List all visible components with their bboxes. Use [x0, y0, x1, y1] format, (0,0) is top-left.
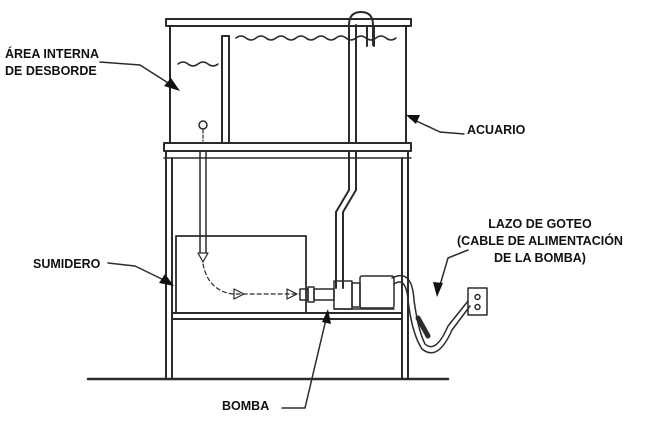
- wall-outlet: [467, 287, 488, 316]
- cable-end-marker: [415, 315, 431, 339]
- arrow-pump: [322, 309, 331, 324]
- flow-path: [197, 252, 301, 300]
- leader-pump: [281, 314, 328, 409]
- overflow-label-line-2: DE DESBORDE: [5, 64, 97, 78]
- overflow-label-line-1: ÁREA INTERNA: [5, 47, 99, 61]
- sump-label: SUMIDERO: [33, 257, 101, 271]
- drain-pipe: [198, 120, 208, 253]
- arrow-aquarium: [406, 115, 420, 124]
- leader-aquarium: [409, 117, 465, 135]
- pump-label: BOMBA: [222, 399, 270, 413]
- aquarium-label: ACUARIO: [467, 123, 526, 137]
- pump: [299, 275, 395, 310]
- stand: [163, 142, 412, 380]
- arrow-overflow: [164, 78, 180, 91]
- sump-box: [175, 235, 307, 314]
- drip-loop-label-line-1: LAZO DE GOTEO: [488, 217, 592, 231]
- drip-loop-label-line-3: DE LA BOMBA): [494, 251, 586, 265]
- leader-sump: [107, 262, 171, 284]
- drip-loop-cable: [391, 274, 471, 354]
- overflow-area-label: ÁREA INTERNA DE DESBORDE: [5, 46, 99, 80]
- leader-lines: [99, 61, 469, 409]
- drip-loop-label: LAZO DE GOTEO (CABLE DE ALIMENTACIÓN DE …: [457, 216, 623, 267]
- water-surface: [177, 61, 219, 67]
- water-surface-right: [235, 35, 397, 41]
- leader-drip: [437, 249, 469, 293]
- leader-overflow: [99, 61, 177, 89]
- drip-loop-label-line-2: (CABLE DE ALIMENTACIÓN: [457, 234, 623, 248]
- return-pipe: [335, 11, 375, 289]
- arrow-drip: [433, 282, 443, 297]
- overflow-box: [221, 35, 230, 144]
- arrow-sump: [159, 274, 174, 286]
